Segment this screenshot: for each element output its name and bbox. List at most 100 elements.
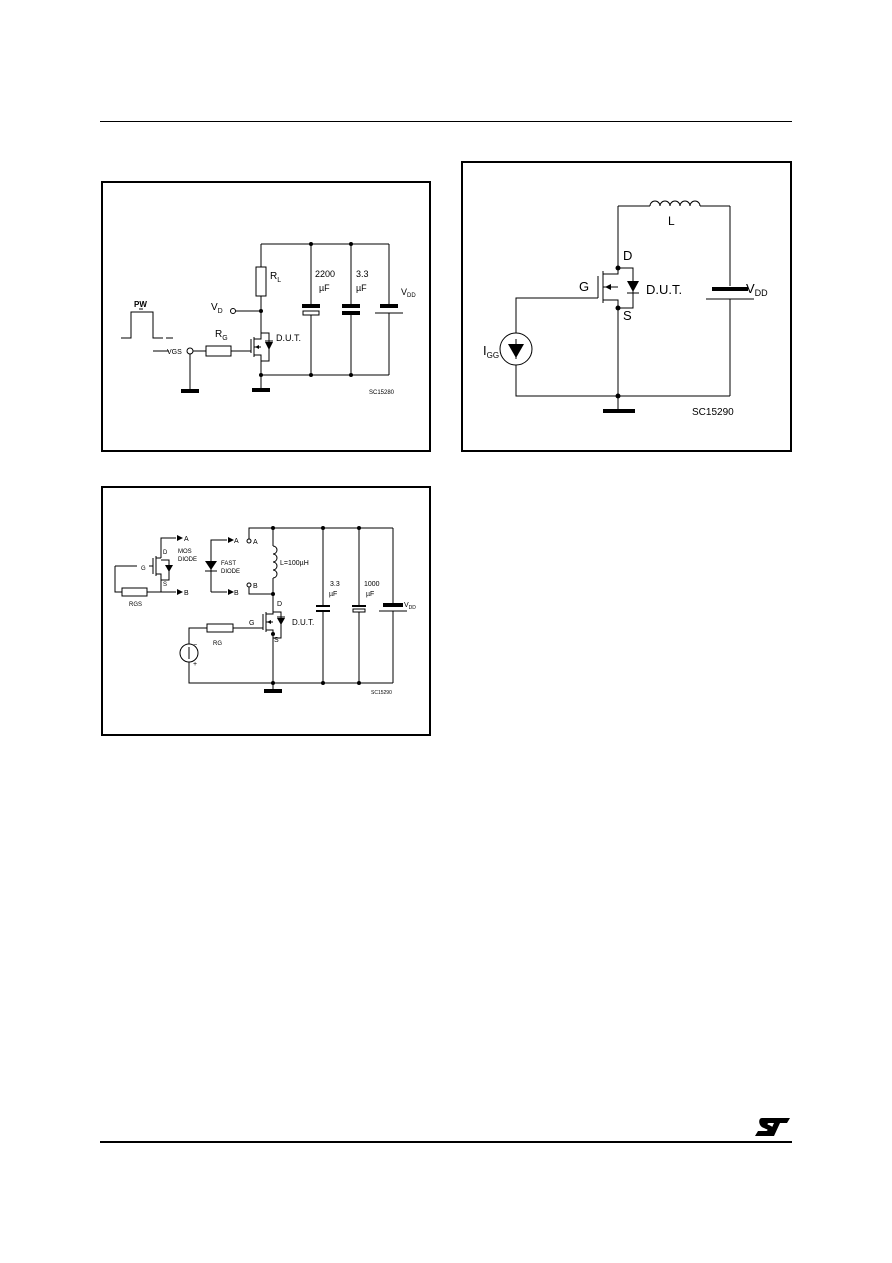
- mos-diode-line1: MOS: [178, 549, 192, 555]
- inductor-100uh: [272, 545, 278, 579]
- bottom-node-0: [259, 373, 263, 377]
- rg-label: RG: [213, 641, 222, 647]
- terminal-a: [246, 538, 252, 544]
- figure-resistive-load-circuit: PW VGS RG D.U.T. VD RL: [101, 181, 431, 452]
- figure-inductive-load-circuit: A MOS DIODE D S G RGS B A B FAST DIODE A: [101, 486, 431, 736]
- drain-label: D: [623, 248, 632, 263]
- dut-g-label: G: [249, 620, 254, 627]
- vdd-label: VDD: [746, 281, 768, 298]
- gate-label: G: [579, 279, 589, 294]
- mosfet-drain-lead: [603, 268, 619, 275]
- mos-s-label: S: [163, 582, 167, 588]
- inductor-label: L: [668, 214, 675, 228]
- fast-diode-triangle: [205, 561, 217, 570]
- dut-arrow: [267, 620, 271, 624]
- cap2-plate-bottom: [352, 608, 366, 613]
- source-label: S: [623, 308, 632, 323]
- gate-source-plus: +: [193, 661, 197, 668]
- cap1-plate-bottom: [302, 310, 320, 316]
- mosfet-source-lead: [254, 354, 262, 375]
- fast-node-a: A: [234, 538, 239, 545]
- mos-node-b: B: [184, 590, 189, 597]
- fast-node-b: B: [234, 590, 239, 597]
- vd-terminal: [230, 308, 236, 314]
- rg-label: RG: [215, 329, 228, 342]
- mosfet-source-lead: [603, 299, 619, 308]
- header-rule: [100, 121, 792, 122]
- gate-terminal: [186, 347, 194, 355]
- inductor-l: [649, 200, 701, 207]
- resistor-rgs: [121, 587, 148, 597]
- igg-label: IGG: [483, 343, 499, 360]
- gate-source-minus: −: [193, 642, 197, 649]
- pulse-label: PW: [134, 300, 147, 309]
- cap1-value: 2200: [315, 269, 335, 279]
- fast-diode-wire-top: [210, 539, 227, 592]
- rl-label: RL: [270, 271, 281, 284]
- schematic-1: PW VGS RG D.U.T. VD RL: [121, 242, 416, 396]
- dut-s-label: S: [274, 637, 279, 644]
- gate-source-top-wire: [188, 627, 207, 644]
- dut-drain-lead: [266, 612, 274, 615]
- resistor-rg: [206, 623, 234, 633]
- terminal-b: [246, 582, 252, 588]
- rgs-label: RGS: [129, 602, 142, 608]
- terminal-a-wire: [248, 527, 273, 539]
- figure-gate-charge-circuit: L D D.U.T. G S IGG VDD SC15: [461, 161, 792, 452]
- footer-rule: [100, 1141, 792, 1143]
- arrow-b-1: [177, 589, 183, 595]
- mos-source-lead: [156, 573, 162, 592]
- mosfet-arrow: [255, 345, 259, 349]
- mosfet-drain-lead: [254, 325, 262, 340]
- body-diode-wire: [618, 267, 634, 309]
- dut-label: D.U.T.: [292, 618, 314, 627]
- terminal-b-label: B: [253, 583, 258, 590]
- fast-diode-line1: FAST: [221, 561, 236, 567]
- vd-label: VD: [211, 302, 223, 315]
- pulse-waveform: [121, 311, 163, 339]
- mos-diode-wire: [161, 559, 170, 581]
- bottom-node-0: [271, 681, 275, 685]
- ground-node: [615, 393, 621, 399]
- dut-diode-triangle: [277, 618, 285, 625]
- dut-label: D.U.T.: [276, 333, 301, 343]
- cap1-value: 3.3: [330, 581, 340, 588]
- figure-code: SC15290: [692, 407, 734, 418]
- bottom-rail: [515, 365, 730, 397]
- mos-diode-line2: DIODE: [178, 557, 197, 563]
- schematic-2: L D D.U.T. G S IGG VDD SC15: [483, 200, 768, 418]
- dut-d-label: D: [277, 601, 282, 608]
- body-diode-triangle: [627, 281, 639, 292]
- st-logo-mark: [755, 1118, 790, 1136]
- mos-d-label: D: [163, 550, 168, 556]
- cap2-unit: µF: [356, 283, 367, 293]
- resistor-rg: [205, 345, 232, 357]
- dut-label: D.U.T.: [646, 282, 682, 297]
- vdd-label: VDD: [401, 287, 416, 299]
- vgs-label: VGS: [167, 349, 182, 356]
- rgs-left-wire: [114, 566, 122, 593]
- cap2-value: 3.3: [356, 269, 369, 279]
- mos-a-wire: [160, 537, 176, 541]
- cap2-unit: µF: [366, 591, 374, 598]
- resistor-rl: [255, 266, 267, 297]
- figure-code: SC15290: [371, 690, 392, 696]
- arrow-a-2: [228, 537, 234, 543]
- inductor-b-node: [271, 592, 275, 596]
- cap1-unit: µF: [329, 591, 337, 598]
- mos-node-a: A: [184, 536, 189, 543]
- terminal-a-label: A: [253, 539, 258, 546]
- mos-g-label: G: [141, 566, 146, 572]
- st-logo: [755, 1118, 790, 1136]
- arrow-b-2: [228, 589, 234, 595]
- inductor-label: L=100µH: [280, 560, 309, 567]
- body-diode-triangle: [265, 342, 273, 350]
- figure-code: SC15280: [369, 390, 395, 396]
- fast-diode-line2: DIODE: [221, 569, 240, 575]
- dut-source-node: [271, 632, 275, 636]
- mosfet-arrow: [605, 284, 611, 290]
- gate-wire: [515, 297, 598, 333]
- vdd-label: VDD: [404, 602, 416, 611]
- cap1-unit: µF: [319, 283, 330, 293]
- bottom-rail: [188, 662, 393, 684]
